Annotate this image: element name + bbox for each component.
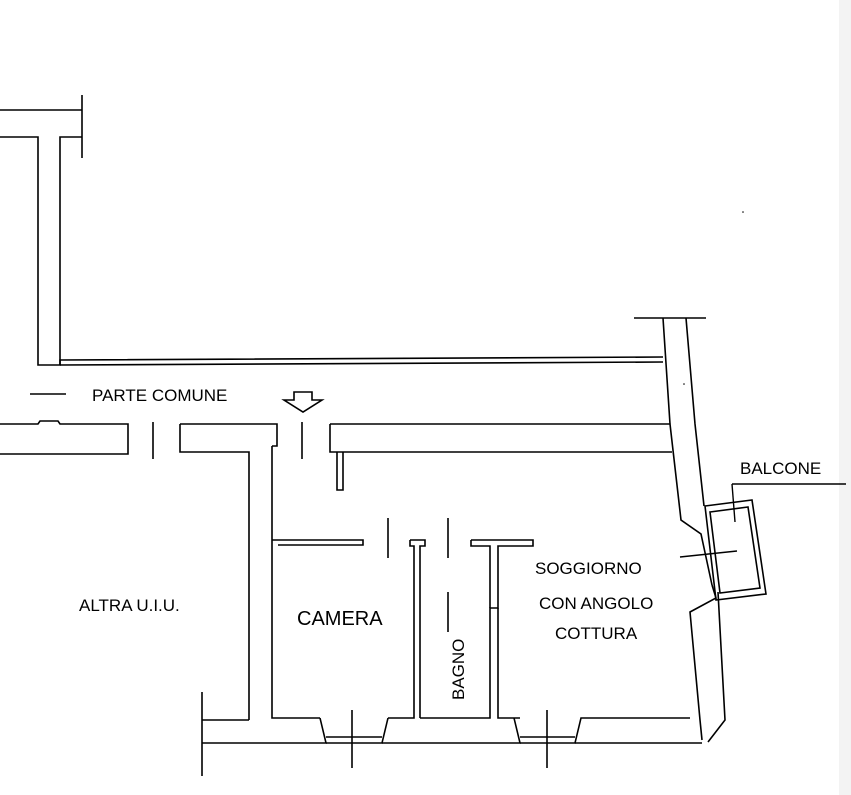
label-camera: CAMERA <box>297 608 383 630</box>
label-soggiorno-line1: SOGGIORNO <box>535 559 642 578</box>
stray-dot <box>742 211 744 213</box>
bagno-walls <box>388 539 534 719</box>
corridor-wall-lower <box>0 393 672 720</box>
right-exterior-wall <box>662 317 726 743</box>
label-altra-uiu: ALTRA U.I.U. <box>79 596 180 615</box>
entrance-arrow-icon <box>281 391 325 413</box>
page-edge-band <box>839 0 851 795</box>
label-soggiorno-line3: COTTURA <box>555 624 638 643</box>
corridor-walls-top-left <box>0 95 83 366</box>
label-soggiorno-line2: CON ANGOLO <box>539 594 653 613</box>
label-bagno: BAGNO <box>449 639 468 700</box>
corridor-wall-upper <box>59 317 706 366</box>
camera-walls <box>202 446 449 721</box>
balcone <box>679 483 846 601</box>
label-balcone: BALCONE <box>740 459 821 478</box>
stray-dot <box>683 383 685 385</box>
label-parte-comune: PARTE COMUNE <box>92 386 227 405</box>
bottom-exterior-wall <box>201 692 702 776</box>
